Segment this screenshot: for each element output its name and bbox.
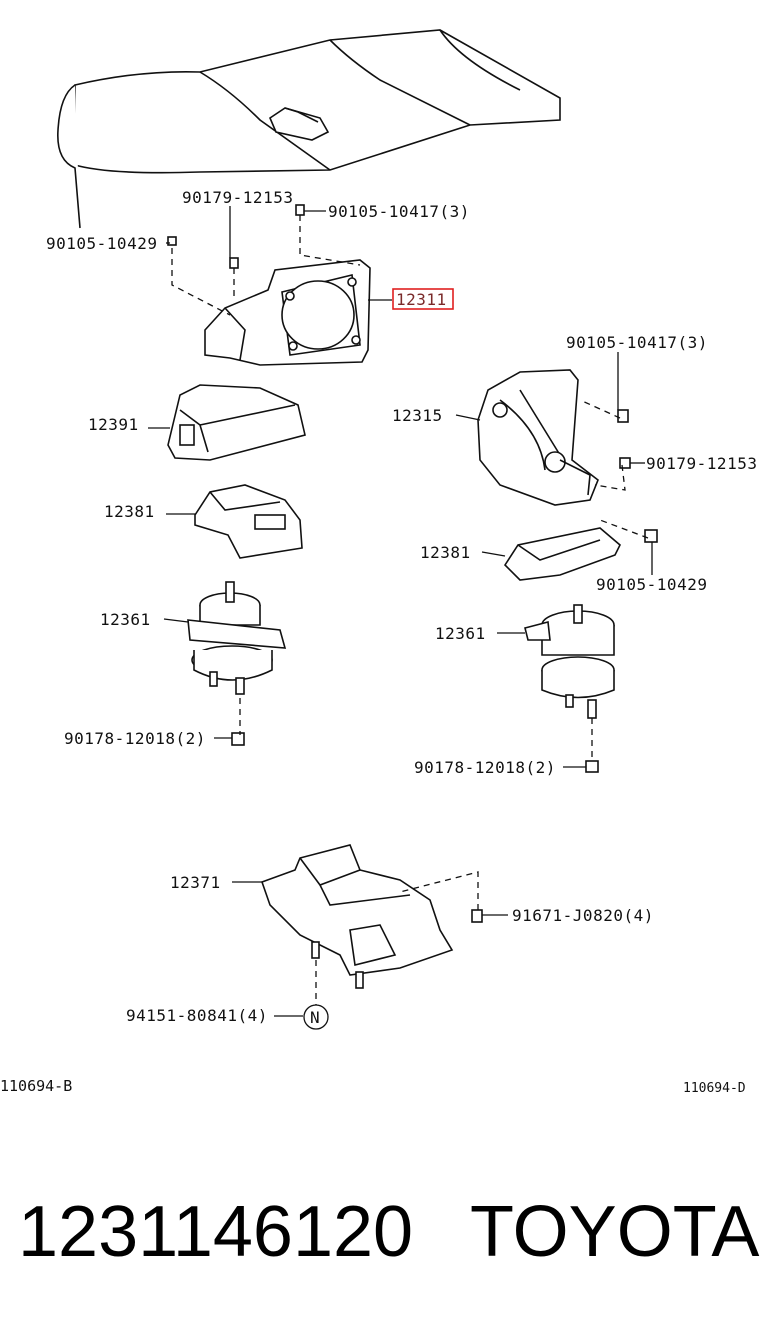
crossmember-12371[interactable]	[260, 844, 454, 989]
label-90105-10417-top[interactable]: 90105-10417(3)	[328, 202, 470, 221]
bracket-12311[interactable]	[204, 259, 371, 366]
label-90179-12153-top[interactable]: 90179-12153	[182, 188, 293, 207]
engine-block	[57, 29, 561, 229]
bolt-91671	[471, 909, 483, 923]
stopper-12381-left[interactable]	[194, 484, 303, 559]
label-12381-left[interactable]: 12381	[104, 502, 155, 521]
stopper-12381-right[interactable]	[503, 527, 621, 581]
label-90105-10417-right[interactable]: 90105-10417(3)	[566, 333, 708, 352]
mount-12361-left[interactable]	[187, 581, 287, 695]
label-12311[interactable]: 12311	[396, 290, 447, 309]
label-12381-right[interactable]: 12381	[420, 543, 471, 562]
figure-ref-right: 110694-D	[683, 1081, 746, 1096]
label-12371[interactable]: 12371	[170, 873, 221, 892]
label-90178-12018-left[interactable]: 90178-12018(2)	[64, 729, 206, 748]
bracket-12315[interactable]	[477, 369, 599, 506]
label-90178-12018-right[interactable]: 90178-12018(2)	[414, 758, 556, 777]
label-91671-j0820[interactable]: 91671-J0820(4)	[512, 906, 654, 925]
n-symbol-circle	[303, 1004, 329, 1030]
bolt-90105-10429-left	[167, 236, 177, 246]
nut-90179-12153-right	[619, 457, 631, 469]
figure-ref-left: 110694-B	[0, 1077, 72, 1095]
label-94151-80841[interactable]: 94151-80841(4)	[126, 1006, 268, 1025]
label-12361-left[interactable]: 12361	[100, 610, 151, 629]
n-symbol: N	[310, 1008, 320, 1027]
bolt-90179-12153-top	[229, 257, 239, 269]
insulator-12391[interactable]	[167, 384, 306, 461]
assembly-lines	[171, 215, 649, 1005]
bolt-90105-10429-right	[644, 529, 658, 543]
bolt-90105-10417-right	[617, 409, 629, 423]
footer-brand: TOYOTA	[470, 1192, 759, 1272]
bolt-90105-10417-top	[295, 204, 305, 216]
nut-90178-right	[585, 760, 599, 773]
mount-12361-right[interactable]	[524, 604, 615, 719]
footer-part-number: 1231146120	[18, 1192, 413, 1272]
label-12391[interactable]: 12391	[88, 415, 139, 434]
label-90179-12153-right[interactable]: 90179-12153	[646, 454, 757, 473]
label-90105-10429-left[interactable]: 90105-10429	[46, 234, 157, 253]
fasteners	[167, 204, 658, 923]
label-12361-right[interactable]: 12361	[435, 624, 486, 643]
nut-90178-left	[231, 732, 245, 746]
highlight-box	[392, 288, 454, 310]
label-12315[interactable]: 12315	[392, 406, 443, 425]
leader-lines	[148, 206, 653, 1017]
label-90105-10429-right[interactable]: 90105-10429	[596, 575, 707, 594]
